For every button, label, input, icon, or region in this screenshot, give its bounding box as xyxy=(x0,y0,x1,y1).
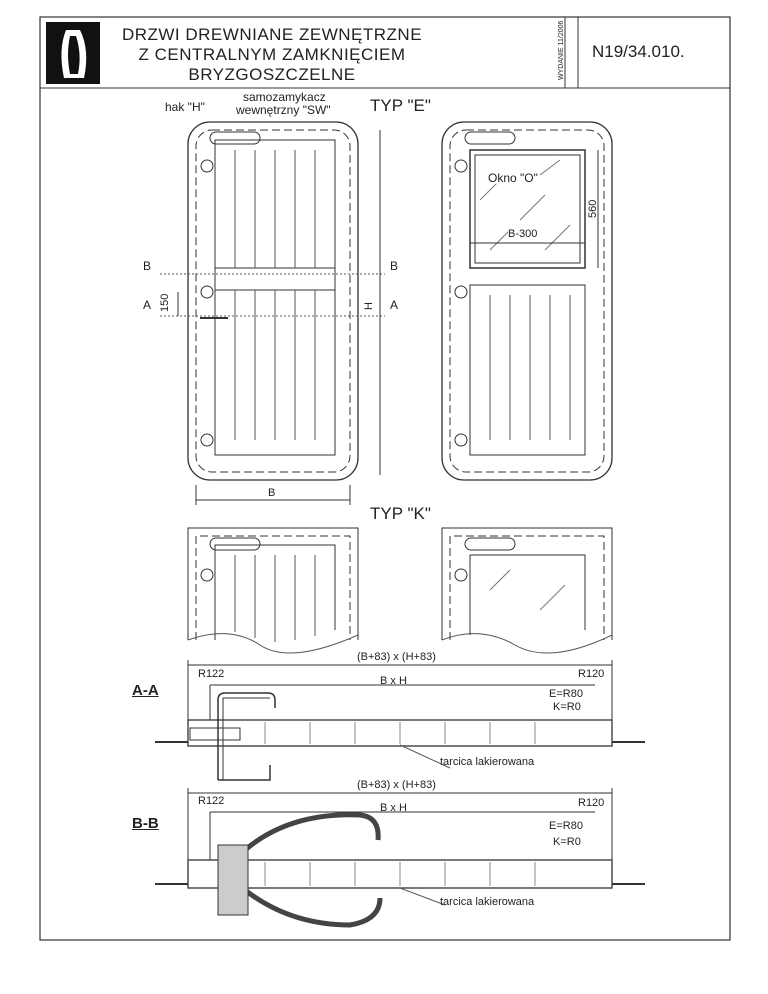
section-aa-label: A-A xyxy=(132,682,159,699)
aa-e-radius: E=R80 xyxy=(549,688,583,700)
hook-label: hak "H" xyxy=(165,100,205,114)
bb-r-left: R122 xyxy=(198,795,225,807)
section-b-left: B xyxy=(143,259,152,273)
closer-label-1: samozamykacz xyxy=(243,90,326,104)
closer-label-2: wewnętrzny "SW" xyxy=(236,103,331,117)
bb-material: tarcica lakierowana xyxy=(440,896,535,908)
bb-e-radius: E=R80 xyxy=(549,820,583,832)
title-line-3: BRYZGOSZCZELNE xyxy=(188,65,356,84)
bb-overall-dim: (B+83) x (H+83) xyxy=(357,779,436,791)
aa-k-radius: K=R0 xyxy=(553,701,581,713)
aa-bxh: B x H xyxy=(380,675,407,687)
door-k-window xyxy=(441,527,613,654)
window-label: Okno "O" xyxy=(488,171,538,185)
company-logo xyxy=(46,22,100,84)
dim-560: 560 xyxy=(587,199,599,218)
door-e-window xyxy=(441,121,613,481)
section-a-left: A xyxy=(143,298,152,312)
section-aa-drawing xyxy=(155,660,645,781)
type-k-heading: TYP "K" xyxy=(370,504,431,523)
title-line-1: DRZWI DREWNIANE ZEWNĘTRZNE xyxy=(121,25,423,44)
drawing-frame xyxy=(39,16,731,941)
door-k-solid xyxy=(187,527,359,654)
title-line-2: Z CENTRALNYM ZAMKNIĘCIEM xyxy=(138,45,406,64)
bb-r-right: R120 xyxy=(578,797,605,809)
aa-overall-dim: (B+83) x (H+83) xyxy=(357,651,436,663)
aa-material: tarcica lakierowana xyxy=(440,756,535,768)
dim-b300: B-300 xyxy=(508,228,538,240)
bb-k-radius: K=R0 xyxy=(553,836,581,848)
bb-bxh: B x H xyxy=(380,802,407,814)
section-b-right: B xyxy=(390,259,399,273)
dim-h: H xyxy=(363,302,375,310)
dim-150: 150 xyxy=(159,293,171,312)
section-bb-label: B-B xyxy=(132,815,159,832)
aa-r-right: R120 xyxy=(578,668,605,680)
edition-label: WYDANIE 11/2006 xyxy=(558,20,565,80)
document-number: N19/34.010. xyxy=(592,42,685,61)
section-a-right: A xyxy=(390,298,399,312)
type-e-heading: TYP "E" xyxy=(370,96,431,115)
aa-r-left: R122 xyxy=(198,668,225,680)
dim-b: B xyxy=(268,487,276,499)
door-e-solid xyxy=(187,121,359,481)
section-bb-drawing xyxy=(155,788,645,928)
